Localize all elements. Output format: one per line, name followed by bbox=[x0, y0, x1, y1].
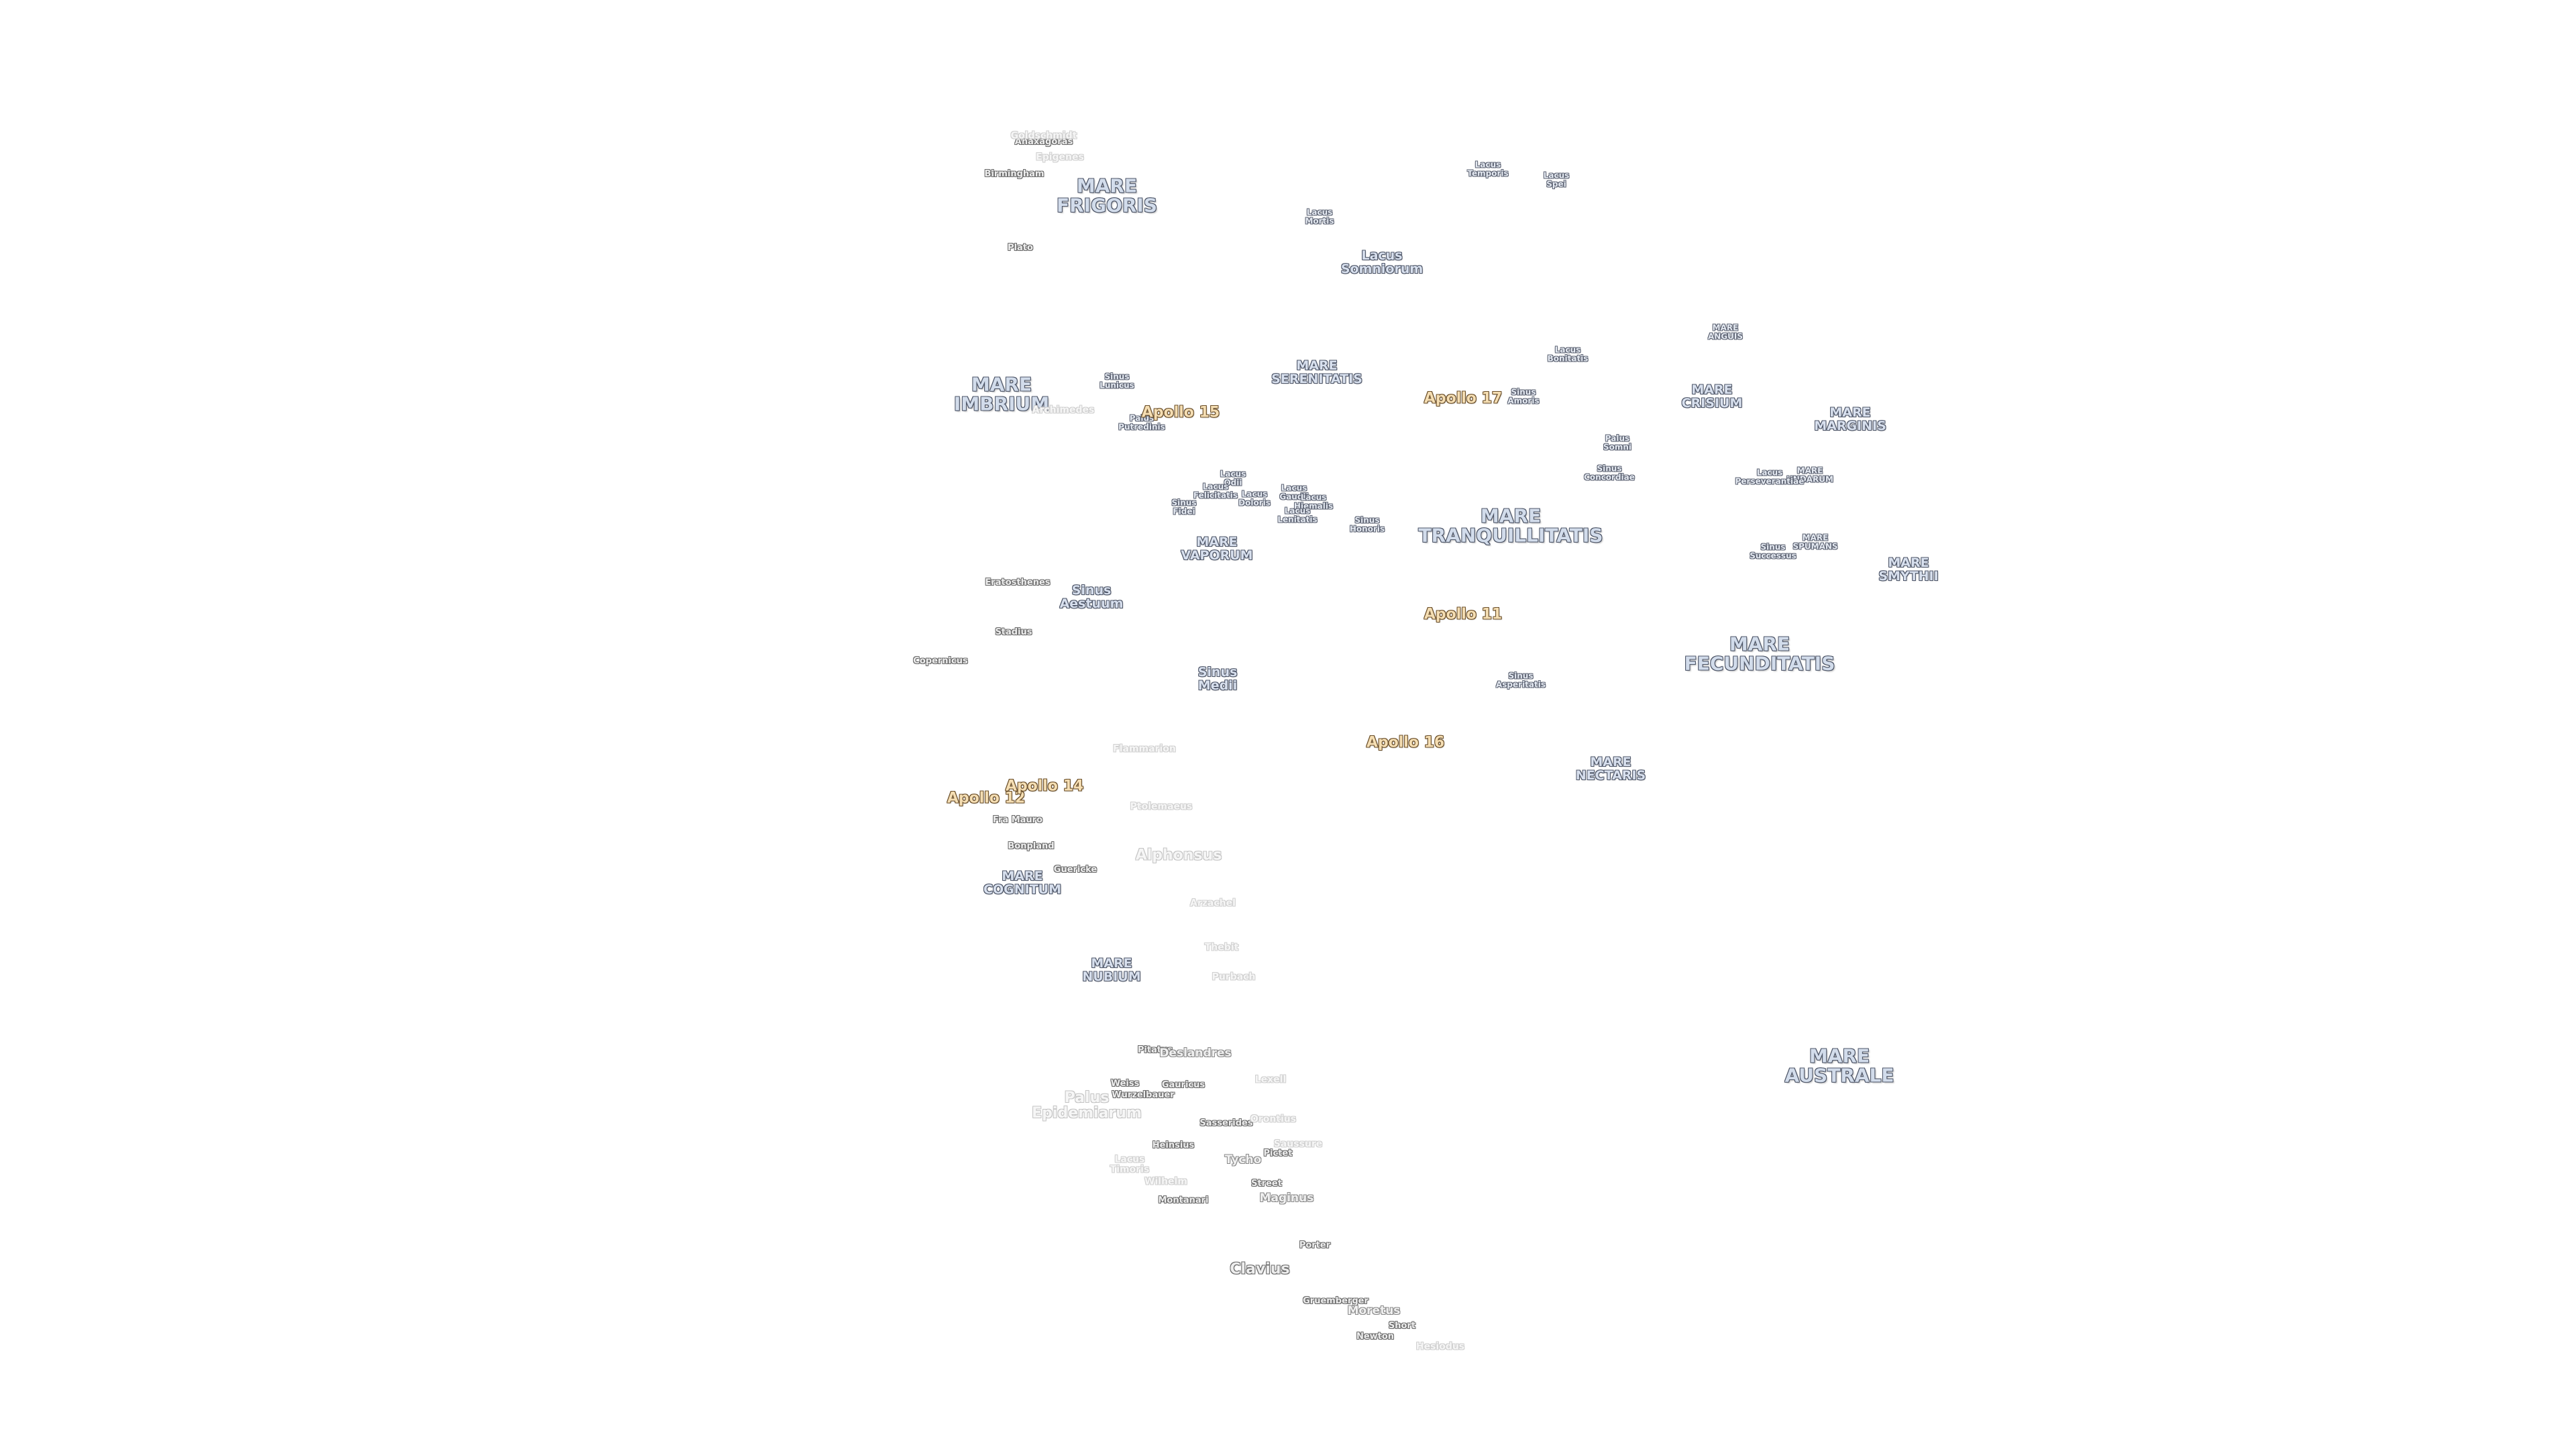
label-lacus-spei: Lacus Spei bbox=[1543, 170, 1570, 189]
label-mare-smythii: MARE SMYTHII bbox=[1878, 555, 1939, 584]
label-crater-moretus: Moretus bbox=[1347, 1304, 1401, 1318]
label-lacus-perseverantiae: Lacus Perseverantiae bbox=[1735, 468, 1805, 486]
label-mare-frigoris: MARE FRIGORIS bbox=[1056, 174, 1158, 217]
label-crater-copernicus: Copernicus bbox=[913, 656, 968, 667]
label-mare-marginis: MARE MARGINIS bbox=[1814, 405, 1886, 433]
label-sinus-honoris: Sinus Honoris bbox=[1349, 515, 1385, 533]
label-crater-thebit: Thebit bbox=[1204, 942, 1239, 953]
label-mare-crisium: MARE CRISIUM bbox=[1681, 382, 1743, 411]
label-crater-gauricus: Gauricus bbox=[1161, 1080, 1205, 1091]
label-lacus-mortis: Lacus Mortis bbox=[1305, 207, 1334, 225]
label-crater-purbach: Purbach bbox=[1212, 971, 1256, 983]
label-crater-saussure: Saussure bbox=[1273, 1138, 1323, 1150]
label-lacus-temporis: Lacus Temporis bbox=[1467, 160, 1509, 178]
label-sinus-successus: Sinus Successus bbox=[1750, 542, 1796, 560]
label-crater-lexell: Lexell bbox=[1254, 1074, 1287, 1085]
label-crater-goldschmidt: Goldschmidt bbox=[1010, 130, 1077, 142]
label-sinus-concordiae: Sinus Concordiae bbox=[1584, 464, 1635, 482]
label-crater-maginus: Maginus bbox=[1259, 1191, 1314, 1205]
label-lacus-doloris: Lacus Doloris bbox=[1238, 489, 1271, 507]
label-crater-alphonsus: Alphonsus bbox=[1135, 847, 1222, 864]
label-mare-imbrium: MARE IMBRIUM bbox=[953, 373, 1050, 415]
label-crater-stadius: Stadius bbox=[995, 627, 1032, 638]
label-crater-orontius: Orontius bbox=[1250, 1114, 1297, 1125]
label-apollo-15[interactable]: Apollo 15 bbox=[1141, 404, 1220, 421]
label-palus-somni: Palus Somni bbox=[1603, 433, 1632, 451]
label-sinus-amoris: Sinus Amoris bbox=[1507, 387, 1540, 405]
label-crater-short: Short bbox=[1388, 1321, 1416, 1332]
label-crater-hesiodus-far: Hesiodus bbox=[1415, 1341, 1465, 1352]
label-crater-flammarion: Flammarion bbox=[1113, 743, 1176, 755]
label-apollo-12[interactable]: Apollo 12 bbox=[947, 790, 1026, 807]
label-crater-eratosthenes: Eratosthenes bbox=[985, 578, 1051, 588]
label-crater-ptolemaeus: Ptolemaeus bbox=[1130, 801, 1193, 812]
label-mare-australe: MARE AUSTRALE bbox=[1784, 1044, 1894, 1087]
label-lacus-gaudii: Lacus Gaudii bbox=[1279, 483, 1309, 501]
label-crater-wilhelm: Wilhelm bbox=[1144, 1176, 1187, 1187]
label-apollo-17[interactable]: Apollo 17 bbox=[1424, 390, 1503, 407]
label-mare-spumans: MARE SPUMANS bbox=[1792, 533, 1838, 551]
label-sinus-medii: Sinus Medii bbox=[1197, 665, 1238, 693]
label-mare-undarum: MARE UNDARUM bbox=[1786, 466, 1833, 484]
label-crater-birmingham: Birmingham bbox=[984, 169, 1044, 180]
label-crater-arzachel: Arzachel bbox=[1190, 898, 1236, 909]
label-crater-tycho: Tycho bbox=[1224, 1153, 1262, 1167]
label-crater-sasserides: Sasserides bbox=[1199, 1118, 1253, 1129]
label-mare-tranquillitatis: MARE TRANQUILLITATIS bbox=[1418, 504, 1603, 547]
label-palus-putredinis: Palus Putredinis bbox=[1118, 413, 1165, 431]
label-mare-fecunditatis: MARE FECUNDITATIS bbox=[1684, 633, 1835, 675]
label-sinus-fidei: Sinus Fidei bbox=[1171, 498, 1197, 516]
label-apollo-14[interactable]: Apollo 14 bbox=[1005, 777, 1084, 795]
label-palus-epidemiarum: Palus Epidemiarum bbox=[1032, 1089, 1142, 1122]
label-mare-cognitum: MARE COGNITUM bbox=[983, 869, 1061, 897]
label-lacus-somniorum: Lacus Somniorum bbox=[1340, 248, 1424, 276]
label-apollo-16[interactable]: Apollo 16 bbox=[1366, 734, 1445, 751]
label-mare-serenitatis: MARE SERENITATIS bbox=[1271, 358, 1362, 386]
label-mare-nubium: MARE NUBIUM bbox=[1082, 956, 1141, 984]
label-crater-gruemberger: Gruemberger bbox=[1303, 1296, 1368, 1307]
label-sinus-aestuum: Sinus Aestuum bbox=[1059, 583, 1124, 611]
label-crater-anaxagoras: Anaxagoras bbox=[1014, 137, 1073, 148]
label-sinus-lunicus: Sinus Lunicus bbox=[1099, 372, 1134, 390]
label-lacus-felicitatis: Lacus Felicitatis bbox=[1193, 482, 1238, 500]
label-crater-newton: Newton bbox=[1356, 1332, 1395, 1342]
label-lacus-bonitatis: Lacus Bonitatis bbox=[1547, 345, 1589, 363]
label-crater-heinsius: Heinsius bbox=[1152, 1140, 1195, 1151]
label-lacus-timoris: Lacus Timoris bbox=[1110, 1154, 1150, 1175]
label-apollo-11[interactable]: Apollo 11 bbox=[1424, 606, 1503, 623]
label-crater-montanari: Montanari bbox=[1158, 1195, 1209, 1206]
label-crater-fra-mauro: Fra Mauro bbox=[992, 815, 1043, 826]
label-crater-deslandres: Deslandres bbox=[1159, 1046, 1232, 1061]
label-crater-epigenes: Epigenes bbox=[1036, 152, 1084, 163]
label-crater-clavius: Clavius bbox=[1230, 1260, 1290, 1278]
label-mare-anguis: MARE ANGUIS bbox=[1707, 323, 1743, 341]
label-crater-weiss: Weiss bbox=[1110, 1079, 1140, 1089]
label-lacus-lenitatis: Lacus Lenitatis bbox=[1277, 506, 1318, 524]
label-crater-bonpland: Bonpland bbox=[1008, 841, 1055, 852]
label-crater-pictet: Pictet bbox=[1263, 1148, 1293, 1159]
label-crater-pitatus: Pitatus bbox=[1137, 1045, 1173, 1056]
label-crater-porter: Porter bbox=[1299, 1240, 1331, 1251]
label-crater-plato: Plato bbox=[1008, 243, 1033, 254]
label-crater-archimedes: Archimedes bbox=[1032, 405, 1095, 416]
label-crater-guericke: Guericke bbox=[1053, 865, 1097, 875]
label-crater-street: Street bbox=[1251, 1179, 1282, 1189]
label-mare-nectaris: MARE NECTARIS bbox=[1575, 755, 1646, 783]
label-lacus-odii: Lacus Odii bbox=[1220, 469, 1246, 487]
label-sinus-asperitatis: Sinus Asperitatis bbox=[1495, 671, 1546, 689]
label-lacus-hiemalis: Lacus Hiemalis bbox=[1293, 492, 1334, 511]
label-crater-wurzelbauer: Wurzelbauer bbox=[1112, 1090, 1175, 1101]
label-mare-vaporum: MARE VAPORUM bbox=[1181, 535, 1253, 563]
